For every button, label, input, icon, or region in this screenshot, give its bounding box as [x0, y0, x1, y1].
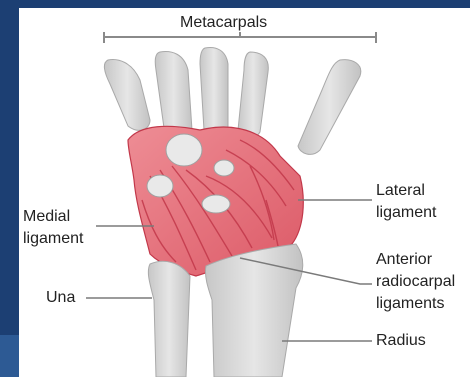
medial-ligament-label-line2: ligament [23, 229, 83, 248]
forearm-bones [148, 244, 302, 377]
una-label: Una [46, 288, 75, 307]
medial-ligament-label-line1: Medial [23, 207, 70, 226]
radius-label: Radius [376, 331, 426, 350]
lateral-ligament-label-line1: Lateral [376, 181, 425, 200]
metacarpals-label: Metacarpals [180, 13, 267, 32]
metacarpals-bracket [104, 32, 376, 43]
lateral-ligament-label-line2: ligament [376, 203, 436, 222]
anterior-radiocarpal-label-line2: radiocarpal [376, 272, 455, 291]
anterior-radiocarpal-label-line1: Anterior [376, 250, 432, 269]
anterior-radiocarpal-label-line3: ligaments [376, 294, 444, 313]
